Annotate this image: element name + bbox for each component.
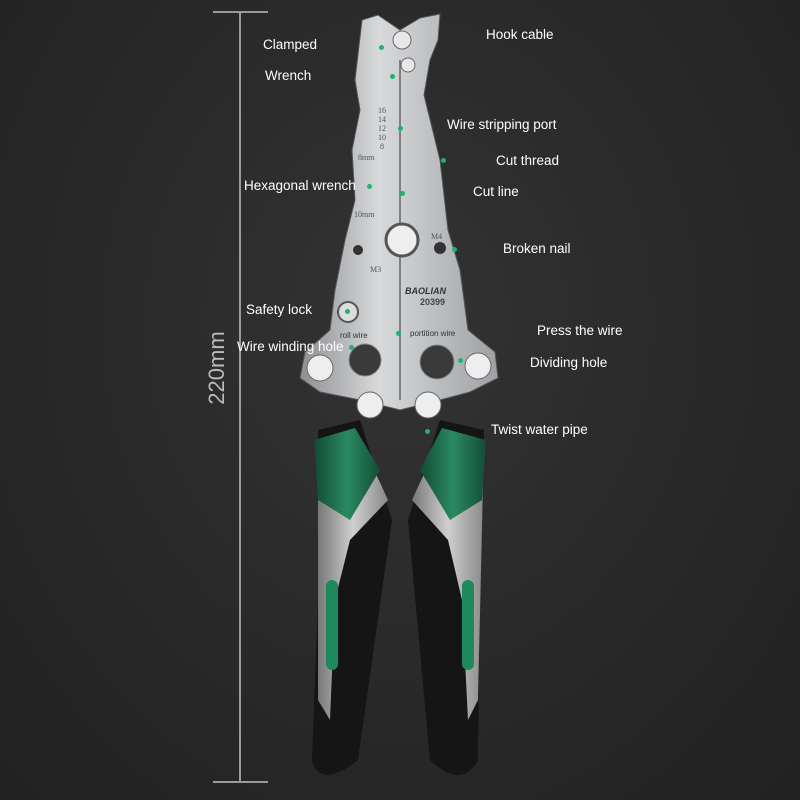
gauge-markings: 16 14 12 10 8 (378, 106, 386, 151)
roll-wire-text: roll wire (340, 331, 368, 340)
marker-dot (390, 74, 395, 79)
marker-dot (379, 45, 384, 50)
label-broken-nail: Broken nail (503, 241, 571, 256)
marker-dot (400, 191, 405, 196)
label-cut-thread: Cut thread (496, 153, 560, 168)
svg-text:8: 8 (380, 142, 384, 151)
svg-text:14: 14 (378, 115, 386, 124)
marker-dot (425, 429, 430, 434)
ruler-line (239, 12, 241, 782)
brand-text: BAOLIAN (405, 286, 446, 296)
label-clamped: Clamped (263, 37, 318, 52)
marker-dot (345, 309, 350, 314)
svg-text:16: 16 (378, 106, 386, 115)
marker-dot (452, 247, 457, 252)
label-safety-lock: Safety lock (246, 302, 313, 317)
label-cut-line: Cut line (473, 184, 519, 199)
label-press-the-wire: Press the wire (537, 323, 623, 338)
svg-text:12: 12 (378, 124, 386, 133)
size-10mm: 10mm (354, 210, 375, 219)
label-wire-stripping-port: Wire stripping port (447, 117, 557, 132)
model-number: 20399 (420, 297, 445, 307)
label-dividing-hole: Dividing hole (530, 355, 608, 370)
marker-dot (396, 331, 401, 336)
marker-dot (458, 358, 463, 363)
marking-m3: M3 (370, 265, 381, 274)
marking-m4: M4 (431, 232, 442, 241)
label-wire-winding-hole: Wire winding hole (237, 339, 344, 354)
svg-text:10: 10 (378, 133, 386, 142)
label-hook-cable: Hook cable (486, 27, 554, 42)
marker-dot (367, 184, 372, 189)
label-twist-water-pipe: Twist water pipe (491, 422, 588, 437)
marker-dot (398, 126, 403, 131)
size-8mm: 8mm (358, 153, 375, 162)
portition-wire-text: portition wire (410, 329, 456, 338)
ruler-bottom-tick (213, 781, 268, 783)
marker-dot (441, 158, 446, 163)
marker-dot (349, 345, 354, 350)
label-wrench: Wrench (265, 68, 312, 83)
label-hexagonal-wrench: Hexagonal wrench (244, 178, 356, 193)
